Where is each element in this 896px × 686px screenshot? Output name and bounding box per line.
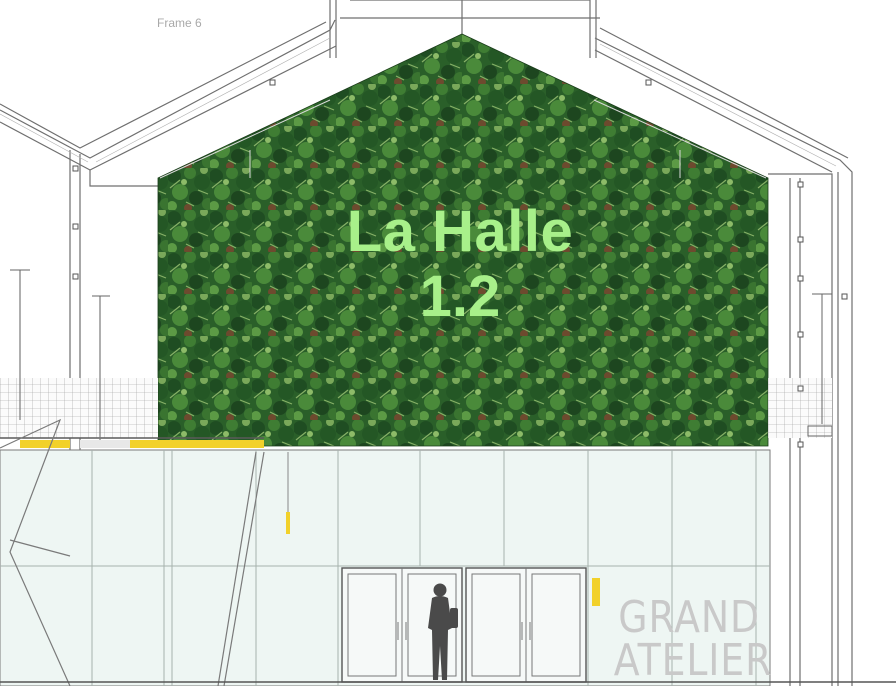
signage-line1: GRAND bbox=[618, 592, 760, 643]
person-silhouette-icon bbox=[428, 583, 458, 680]
green-wall bbox=[158, 34, 768, 446]
accent-strip-mid bbox=[130, 440, 264, 448]
roof-hatching bbox=[0, 37, 837, 167]
wall-title-line2: 1.2 bbox=[419, 263, 501, 329]
side-markers bbox=[72, 79, 848, 448]
gable-frame bbox=[159, 99, 767, 179]
glass-mullions bbox=[0, 450, 770, 686]
signage-line2: ATELIER bbox=[613, 635, 773, 686]
frame-label[interactable]: Frame 6 bbox=[157, 16, 202, 30]
accent-strip-left bbox=[20, 440, 70, 448]
wall-title-line1: La Halle bbox=[346, 199, 574, 264]
grand-atelier-signage: GRAND ATELIER bbox=[613, 592, 773, 686]
left-bracing bbox=[0, 270, 265, 686]
right-fixtures bbox=[10, 269, 833, 437]
wall-title: La Halle 1.2 bbox=[300, 199, 620, 330]
yellow-marker bbox=[286, 512, 290, 534]
door-tag bbox=[592, 578, 600, 606]
left-railing bbox=[0, 378, 158, 438]
